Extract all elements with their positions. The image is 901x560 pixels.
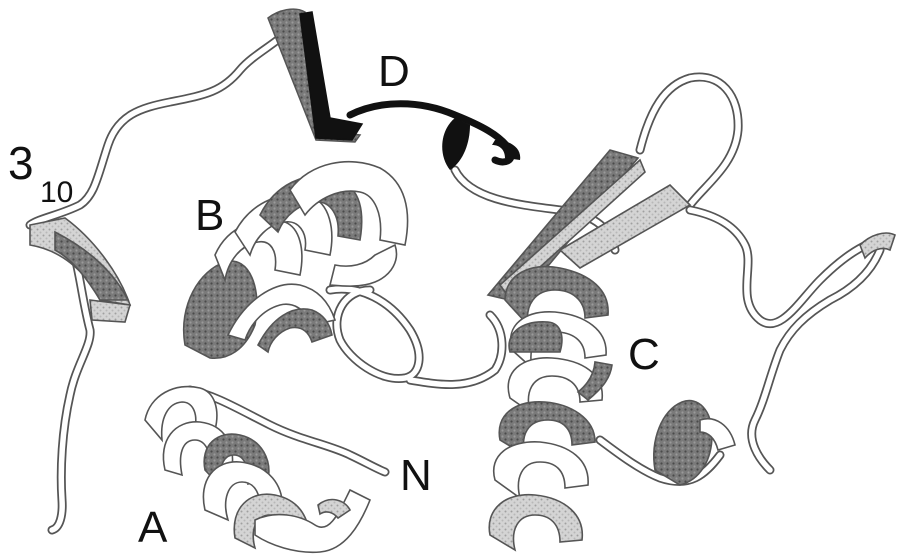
- helix-3-10-label-subscript: 10: [40, 178, 73, 208]
- helix-right-small: [654, 401, 735, 485]
- helix-c: [489, 267, 612, 550]
- helix-b-label: B: [195, 194, 224, 238]
- helix-a-label: A: [138, 506, 167, 550]
- coil-backbone: [30, 18, 880, 530]
- helix-a: [145, 387, 370, 553]
- helix-c-label: C: [628, 333, 660, 377]
- helix-3-10: [30, 218, 130, 322]
- n-terminus-label: N: [400, 454, 432, 498]
- helix-3-10-label-main: 3: [8, 140, 34, 186]
- strand-d-label: D: [378, 50, 410, 94]
